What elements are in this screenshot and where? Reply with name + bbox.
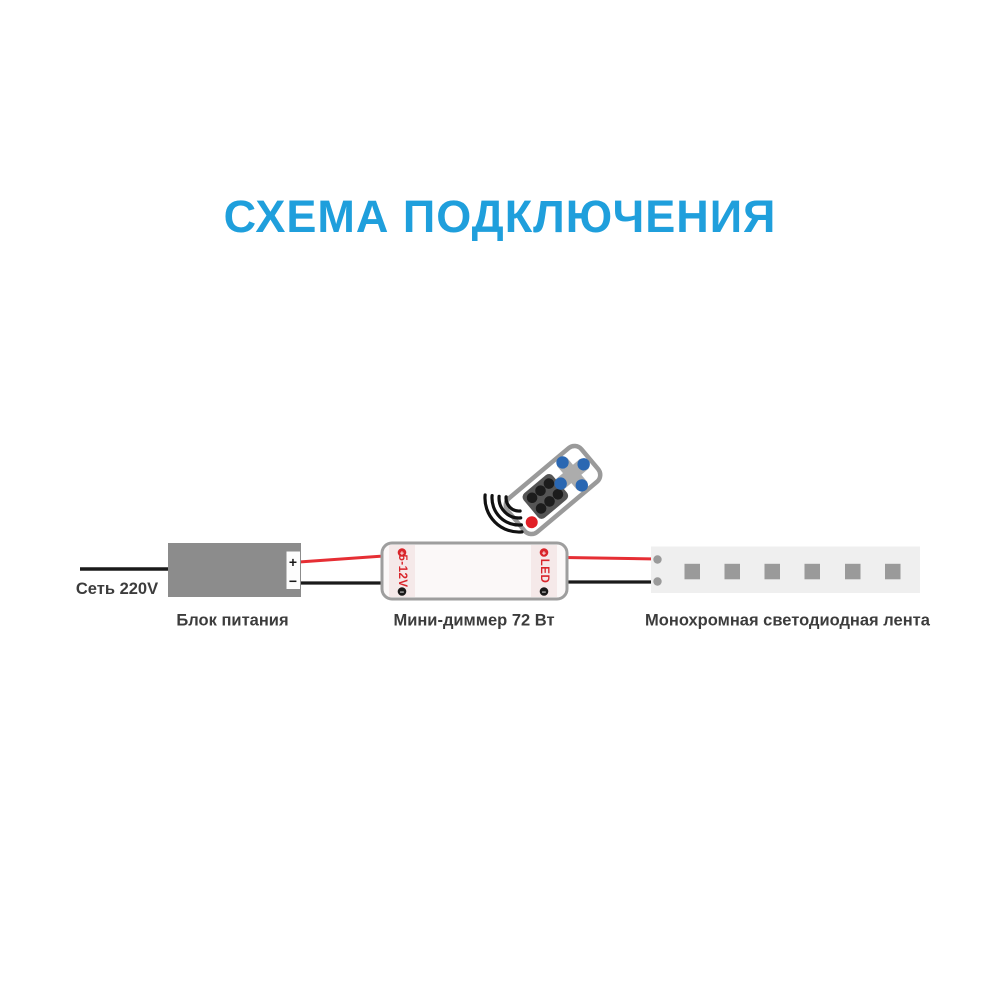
- remote-black-buttons: [526, 478, 564, 514]
- remote-power-button: [525, 516, 538, 529]
- power-supply: + −: [168, 543, 301, 597]
- psu-to-dimmer-wire-positive: [298, 554, 385, 564]
- dimmer-output-minus-glyph: −: [542, 587, 547, 596]
- led-strip-solder-pad-positive: [653, 555, 662, 564]
- dimmer-input-minus-glyph: −: [400, 587, 405, 596]
- led-strip-label: Монохромная светодиодная лента: [645, 612, 931, 630]
- dimmer-input-plus-dot: [397, 548, 407, 557]
- ir-signal-waves-icon: [483, 493, 524, 534]
- dimmer-body: [380, 541, 569, 601]
- power-supply-label: Блок питания: [176, 612, 288, 630]
- dimmer-to-strip-wire-positive: [564, 556, 658, 561]
- dimmer-input-plus-glyph: +: [400, 548, 405, 557]
- dimmer-output-plus-glyph: +: [542, 548, 547, 557]
- remote-control-icon: [503, 443, 603, 537]
- dimmer-label: Мини-диммер 72 Вт: [393, 612, 554, 630]
- psu-minus-terminal-label: −: [289, 573, 297, 589]
- led-chips: [684, 563, 901, 580]
- dimmer-input-minus-dot: [397, 587, 407, 596]
- dimmer-output-plus-dot: [539, 548, 549, 557]
- power-supply-terminal-strip: [286, 551, 300, 589]
- power-supply-body: [168, 543, 301, 597]
- dimmer-output-label: LED: [538, 559, 550, 584]
- mini-dimmer: + 5-12V − + LED −: [380, 541, 569, 601]
- remote-dpad: [554, 456, 590, 492]
- dimmer-output-minus-dot: [539, 587, 549, 596]
- led-strip-solder-pad-negative: [653, 577, 662, 586]
- psu-plus-terminal-label: +: [289, 554, 297, 570]
- page-title: СХЕМА ПОДКЛЮЧЕНИЯ: [223, 191, 777, 242]
- led-strip: [651, 546, 920, 593]
- mains-label: Сеть 220V: [76, 580, 158, 598]
- dimmer-input-label: 5-12V: [396, 554, 408, 587]
